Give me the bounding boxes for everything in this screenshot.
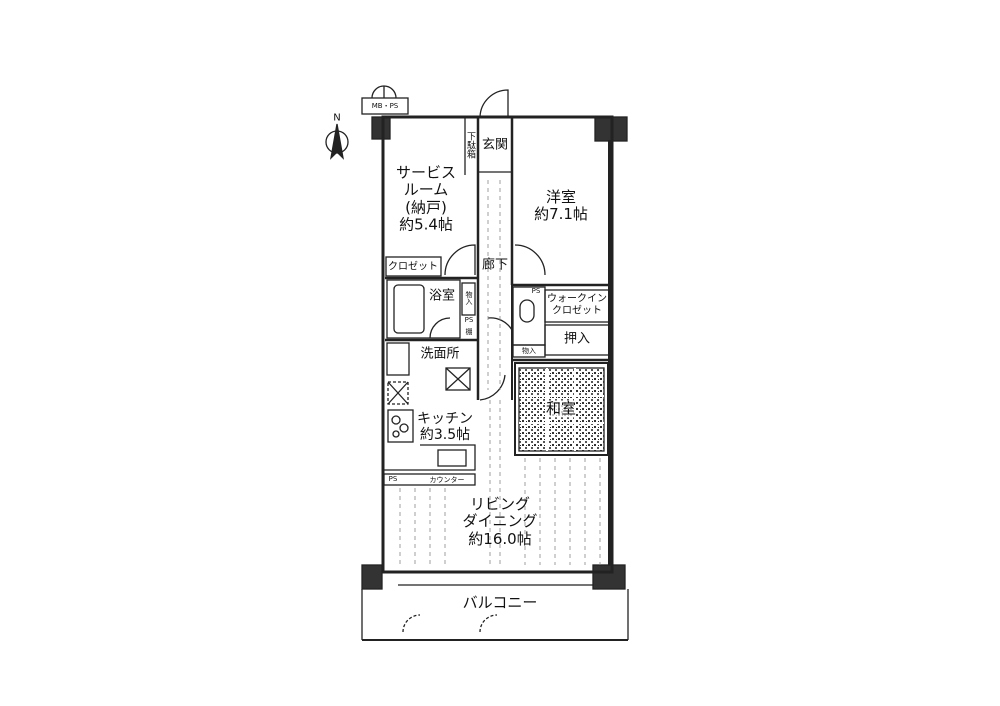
room-label: クロゼット <box>552 305 602 316</box>
room-size: 約3.5帖 <box>419 427 471 443</box>
storage-label: 物入 <box>465 291 473 306</box>
compass-label: N <box>333 112 341 124</box>
room-label: サービス <box>395 163 457 182</box>
corridor-label: 廊下 <box>481 257 509 273</box>
ps-label: PS <box>531 286 541 295</box>
mb-ps-label: MB・PS <box>371 101 399 111</box>
shelf-label: 棚 <box>465 327 473 336</box>
room-size: 約16.0帖 <box>468 529 532 548</box>
oshiire-label: 押入 <box>563 331 591 347</box>
washroom-label: 洗面所 <box>420 346 460 362</box>
wic-label: ウォークイン クロゼット <box>547 294 607 317</box>
room-label: ルーム <box>403 180 449 199</box>
counter-label: カウンター <box>429 475 465 484</box>
ps-label: PS <box>388 474 398 483</box>
room-kitchen: キッチン 約3.5帖 <box>417 411 473 443</box>
room-label: リビング <box>469 495 531 514</box>
room-size: 約7.1帖 <box>534 205 588 223</box>
room-label: ダイニング <box>462 512 538 531</box>
storage-label: 物入 <box>522 346 536 355</box>
room-size: 約5.4帖 <box>399 215 453 234</box>
closet-label: クロゼット <box>388 261 438 273</box>
genkan-label: 玄関 <box>481 137 509 153</box>
balcony-label: バルコニー <box>462 593 538 612</box>
room-label: ウォークイン <box>547 293 607 305</box>
washitsu-label: 和室 <box>545 399 577 418</box>
room-ld: リビング ダイニング 約16.0帖 <box>462 495 538 548</box>
ps-label: PS <box>464 315 474 324</box>
room-label: 洋室 <box>545 187 577 206</box>
room-label: キッチン <box>417 410 473 427</box>
getabako-label: 下駄箱 <box>467 132 477 161</box>
bathroom-label: 浴室 <box>428 288 456 304</box>
room-yoshitsu: 洋室 約7.1帖 <box>534 187 588 224</box>
room-service: サービス ルーム (納戸) 約5.4帖 <box>395 163 457 234</box>
room-label: (納戸) <box>405 198 447 216</box>
